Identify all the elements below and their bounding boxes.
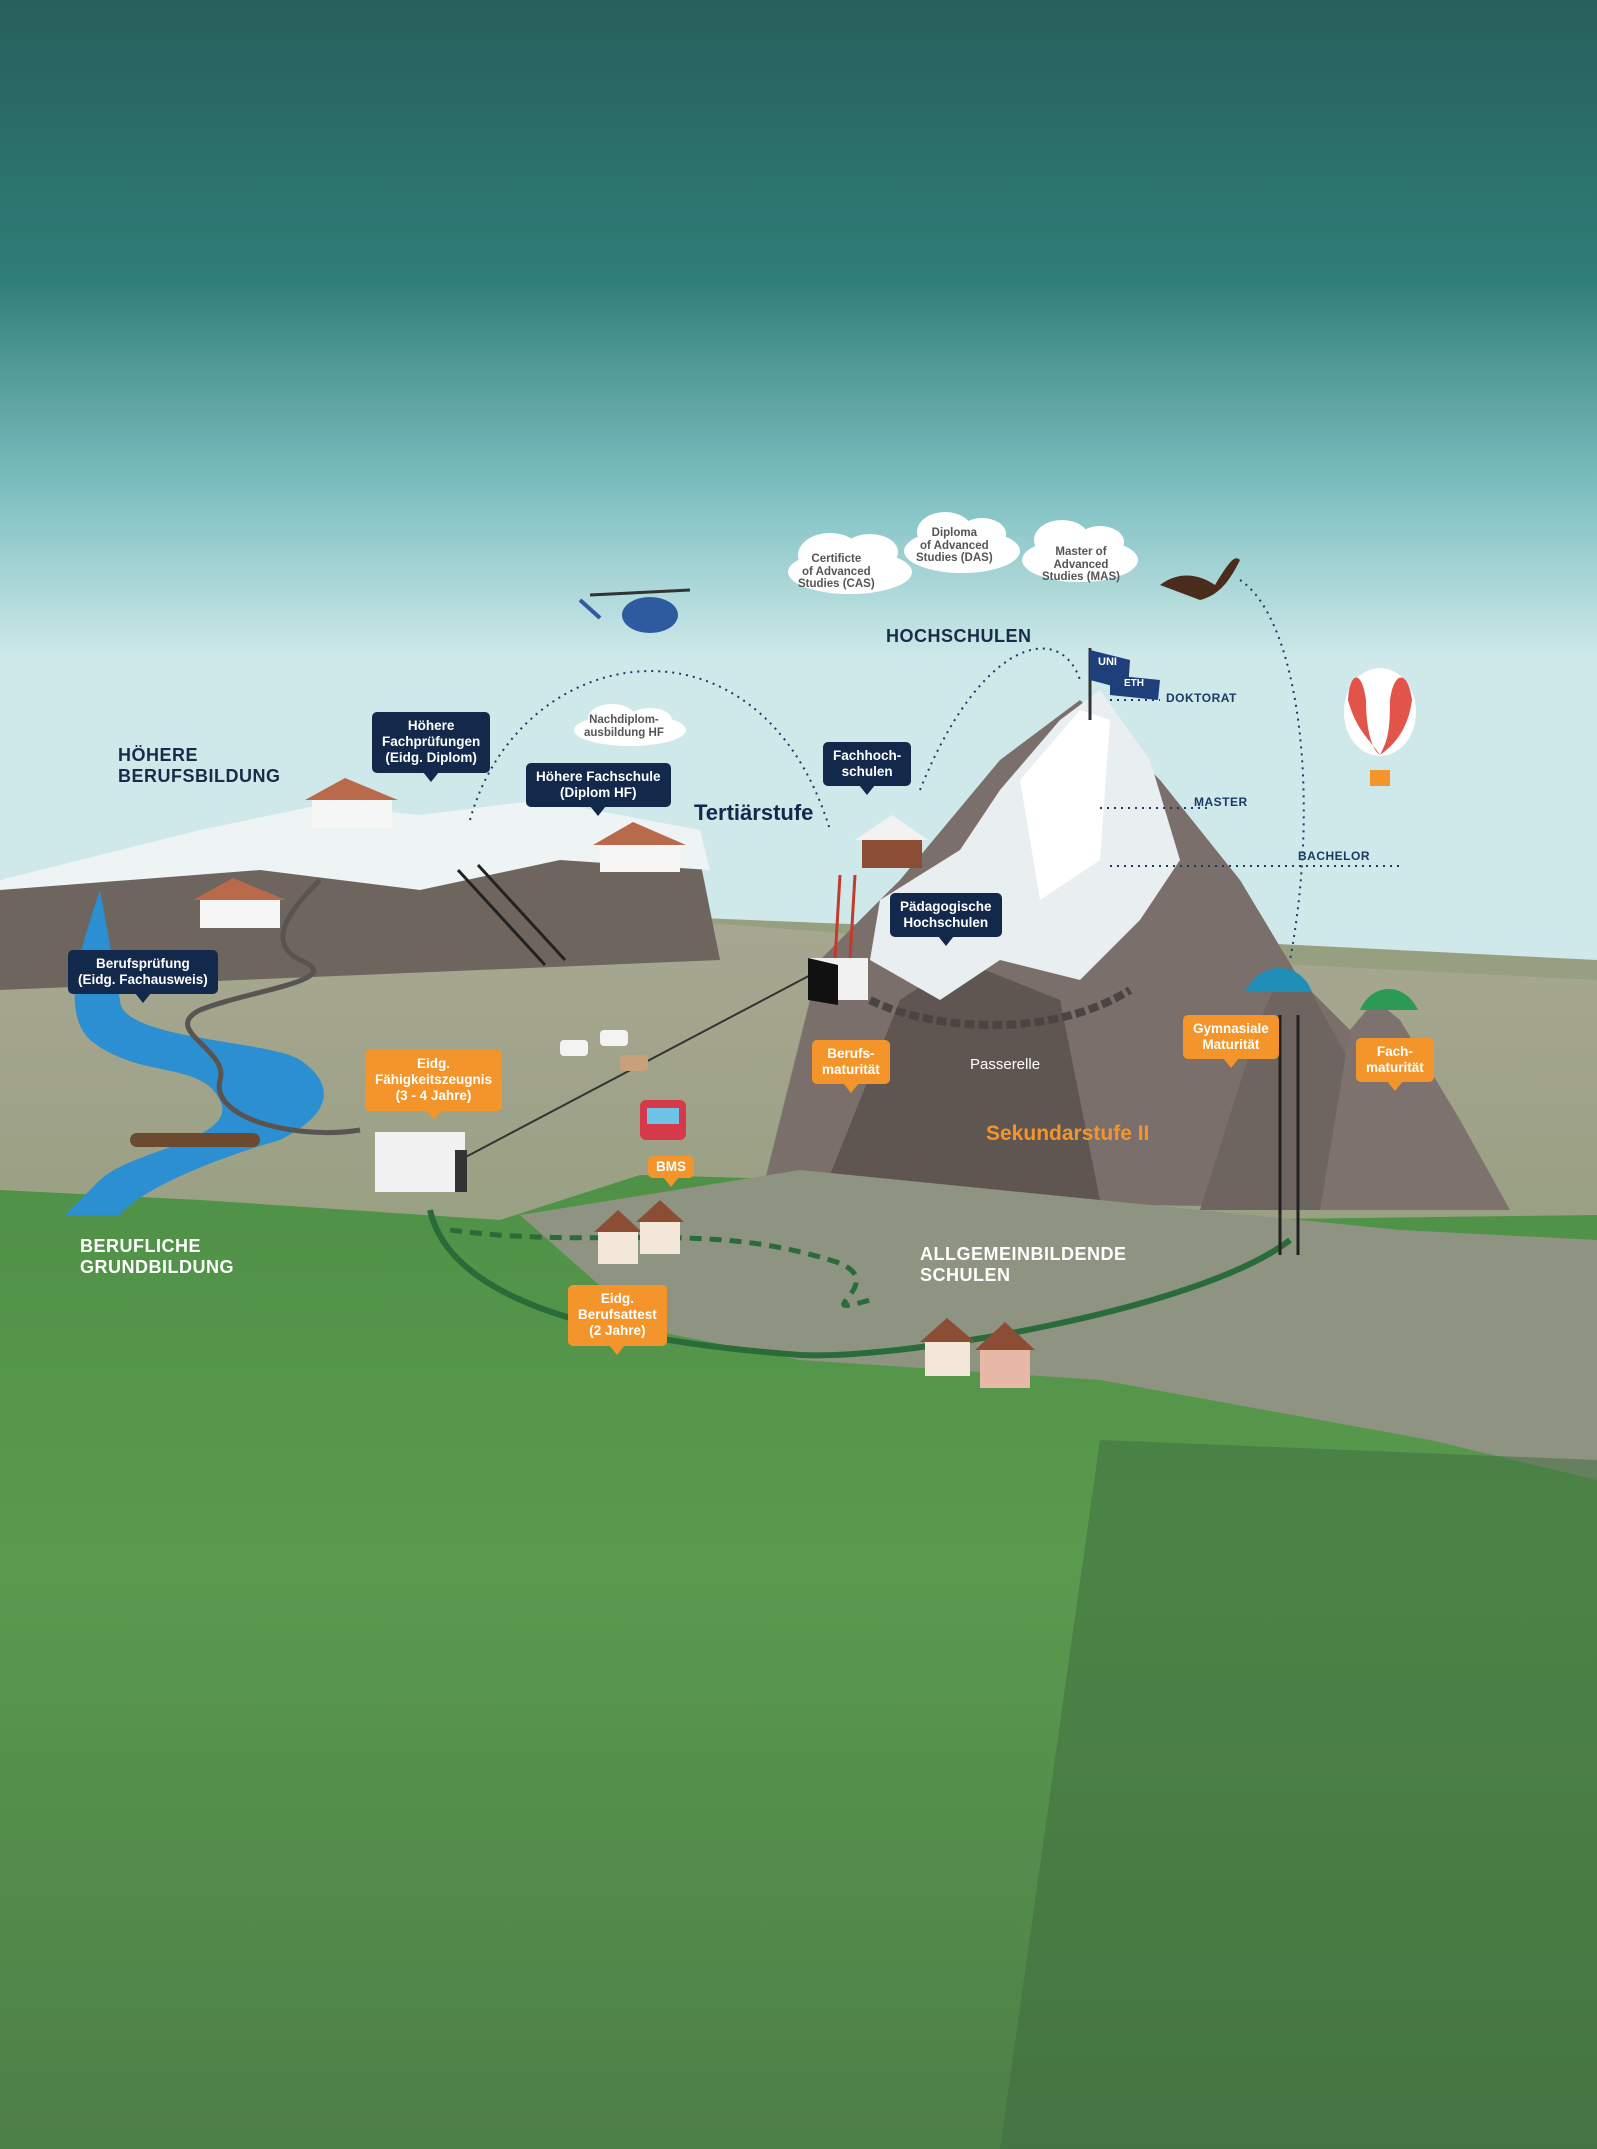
village-right [920, 1318, 1035, 1388]
hochschulen-arc [919, 647, 1081, 791]
flag-uni-text: UNI [1098, 656, 1117, 668]
station-top [808, 958, 868, 1005]
box-fachmaturitaet: Fach- maturität [1356, 1038, 1434, 1092]
box-hoehere-fachpruefungen: Höhere Fachprüfungen (Eidg. Diplom) [372, 712, 491, 782]
mountain-path [185, 878, 361, 1135]
box-faehigkeitszeugnis: Eidg. Fähigkeitszeugnis (3 - 4 Jahre) [365, 1050, 503, 1120]
label-passerelle: Passerelle [970, 1056, 1041, 1073]
cloud-cas [788, 533, 912, 594]
tent-blue [1245, 968, 1312, 992]
tent-green [1360, 989, 1418, 1010]
village-middle [594, 1200, 684, 1264]
left-mountain-snow [0, 800, 710, 890]
label-berufliche-grundbildung: BERUFLICHE GRUNDBILDUNG [80, 1236, 234, 1277]
gondola [640, 1100, 686, 1140]
level-master: MASTER [1194, 795, 1248, 809]
level-doktorat: DOKTORAT [1166, 691, 1237, 705]
log [130, 1133, 260, 1147]
ladder-right [1278, 1015, 1300, 1255]
vocational-path [427, 1209, 1292, 1359]
label-hoehere-berufsbildung: HÖHERE BERUFSBILDUNG [118, 745, 281, 786]
helicopter [578, 588, 691, 633]
flag-eth-text: ETH [1124, 678, 1144, 689]
factory [375, 1132, 467, 1192]
hut-fachschule [593, 822, 686, 872]
box-berufsmaturitaet: Berufs- maturität [812, 1040, 890, 1094]
cloud-label-cas: Certificte of Advanced Studies (CAS) [798, 553, 875, 591]
cloud-nachdiplom [574, 704, 686, 746]
cloud-label-nachdiplom: Nachdiplom- ausbildung HF [584, 714, 664, 739]
box-berufsattest: Eidg. Berufsattest (2 Jahre) [568, 1285, 667, 1355]
cloud-label-mas: Master of Advanced Studies (MAS) [1042, 546, 1120, 584]
passerelle-bridge [868, 986, 1133, 1029]
hut-top-left [305, 778, 398, 828]
label-hochschulen: HOCHSCHULEN [886, 626, 1032, 646]
eagle [1160, 558, 1240, 600]
cloud-das [904, 512, 1020, 573]
hut-mid-left [193, 878, 286, 928]
river [65, 890, 324, 1215]
cows [560, 1030, 648, 1071]
uni-eth-flag [1088, 648, 1160, 720]
cloud-label-das: Diploma of Advanced Studies (DAS) [916, 527, 993, 565]
box-bms: BMS [648, 1156, 694, 1188]
level-bachelor: BACHELOR [1298, 849, 1370, 863]
label-sekundarstufe: Sekundarstufe II [986, 1122, 1150, 1145]
cloud-mas [1022, 520, 1138, 582]
central-mountain-snow-highlight [1020, 710, 1110, 900]
box-berufspruefung: Berufsprüfung (Eidg. Fachausweis) [68, 950, 218, 1004]
label-allgemeinbildende-schulen: ALLGEMEINBILDENDE SCHULEN [920, 1244, 1127, 1285]
ladder-left [456, 863, 567, 967]
ladder-red [833, 874, 857, 961]
box-fachhochschulen: Fachhoch- schulen [823, 742, 912, 796]
dashed-path [449, 1227, 871, 1308]
hut-fachhochschule [855, 815, 928, 868]
box-hoehere-fachschule: Höhere Fachschule (Diplom HF) [526, 763, 671, 817]
hot-air-balloon [1344, 668, 1416, 786]
box-paedagogische-hochschulen: Pädagogische Hochschulen [890, 893, 1002, 947]
dark-ground [1000, 1440, 1597, 2149]
eagle-arc [1239, 579, 1305, 961]
box-gymnasiale-maturitaet: Gymnasiale Maturität [1183, 1015, 1279, 1069]
label-tertiaerstufe: Tertiärstufe [694, 800, 814, 825]
